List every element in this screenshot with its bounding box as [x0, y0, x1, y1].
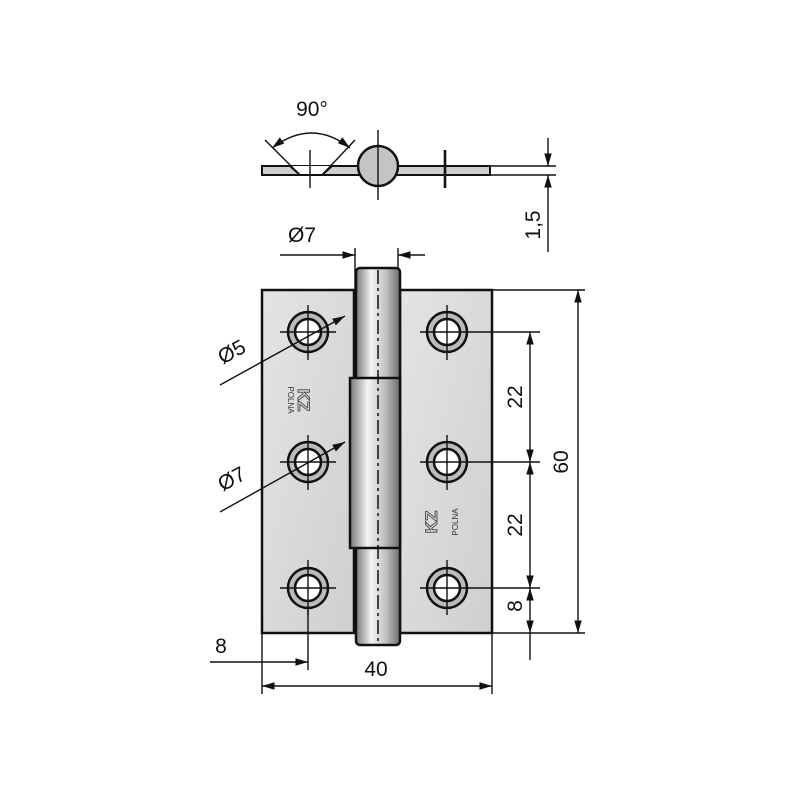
- countersink-diameter-label: Ø7: [214, 463, 250, 496]
- svg-text:KZ: KZ: [294, 389, 313, 412]
- thickness-label: 1,5: [522, 210, 545, 239]
- pin-diameter-label: Ø7: [288, 224, 316, 247]
- angle-label: 90°: [296, 98, 328, 121]
- hole-edge-vertical-label: 8: [504, 600, 527, 612]
- front-view: KZ POLNA KZ POLNA: [260, 266, 540, 647]
- svg-text:KZ: KZ: [422, 511, 441, 534]
- hole-spacing-upper-label: 22: [504, 385, 527, 408]
- hole-edge-horizontal-label: 8: [215, 635, 227, 658]
- height-label: 60: [550, 450, 573, 473]
- dimensions: Ø7 Ø5 Ø7 60 22 22 8 8 40: [210, 224, 585, 694]
- logo: KZ POLNA KZ POLNA: [286, 386, 460, 535]
- top-view: 90° 1,5: [261, 98, 556, 252]
- width-label: 40: [364, 658, 387, 681]
- svg-text:POLNA: POLNA: [286, 386, 295, 414]
- middle-knuckle: [348, 376, 402, 550]
- hole-diameter-label: Ø5: [214, 336, 250, 369]
- hole-spacing-lower-label: 22: [504, 513, 527, 536]
- svg-text:POLNA: POLNA: [451, 508, 460, 536]
